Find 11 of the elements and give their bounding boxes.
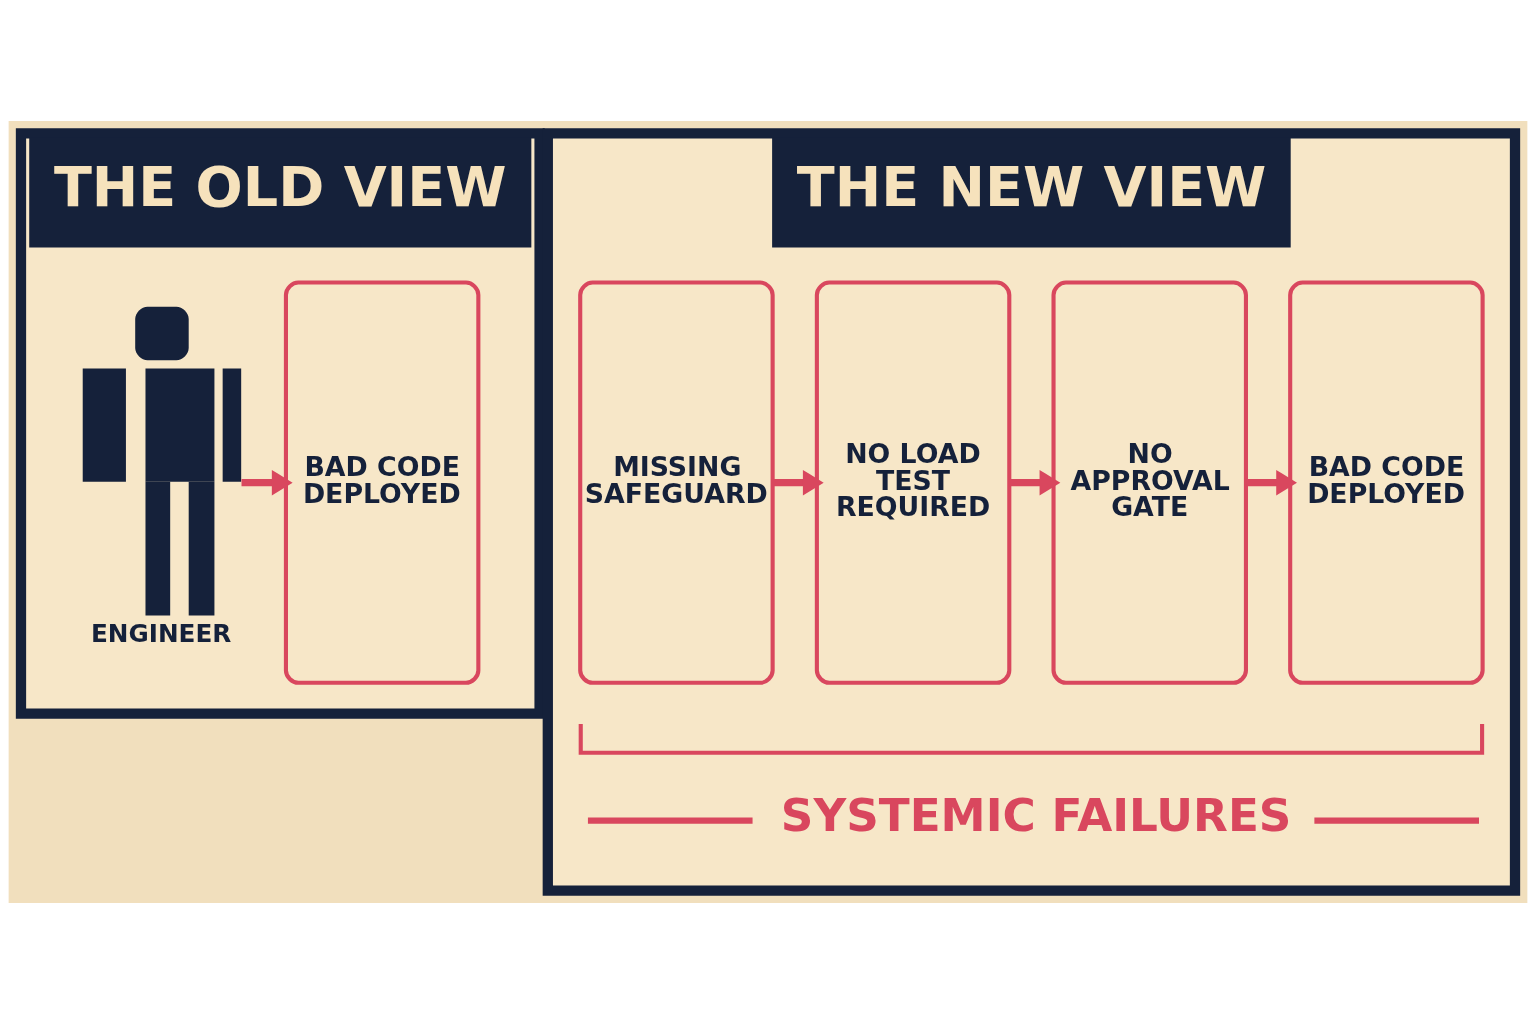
arrow <box>1009 469 1061 496</box>
node-label: ENGINEER <box>90 619 232 649</box>
node-box: BAD CODE DEPLOYED <box>1288 280 1485 685</box>
node-box: BAD CODE DEPLOYED <box>283 280 481 685</box>
arrow <box>241 469 293 496</box>
node-box: NO APPROVAL GATE <box>1051 280 1248 685</box>
node-box: MISSING SAFEGUARD <box>578 280 775 685</box>
label: SYSTEMIC FAILURES <box>780 789 1292 843</box>
arrow <box>773 469 824 496</box>
arrow <box>1246 469 1297 496</box>
node-box: NO LOAD TEST REQUIRED <box>814 280 1012 685</box>
